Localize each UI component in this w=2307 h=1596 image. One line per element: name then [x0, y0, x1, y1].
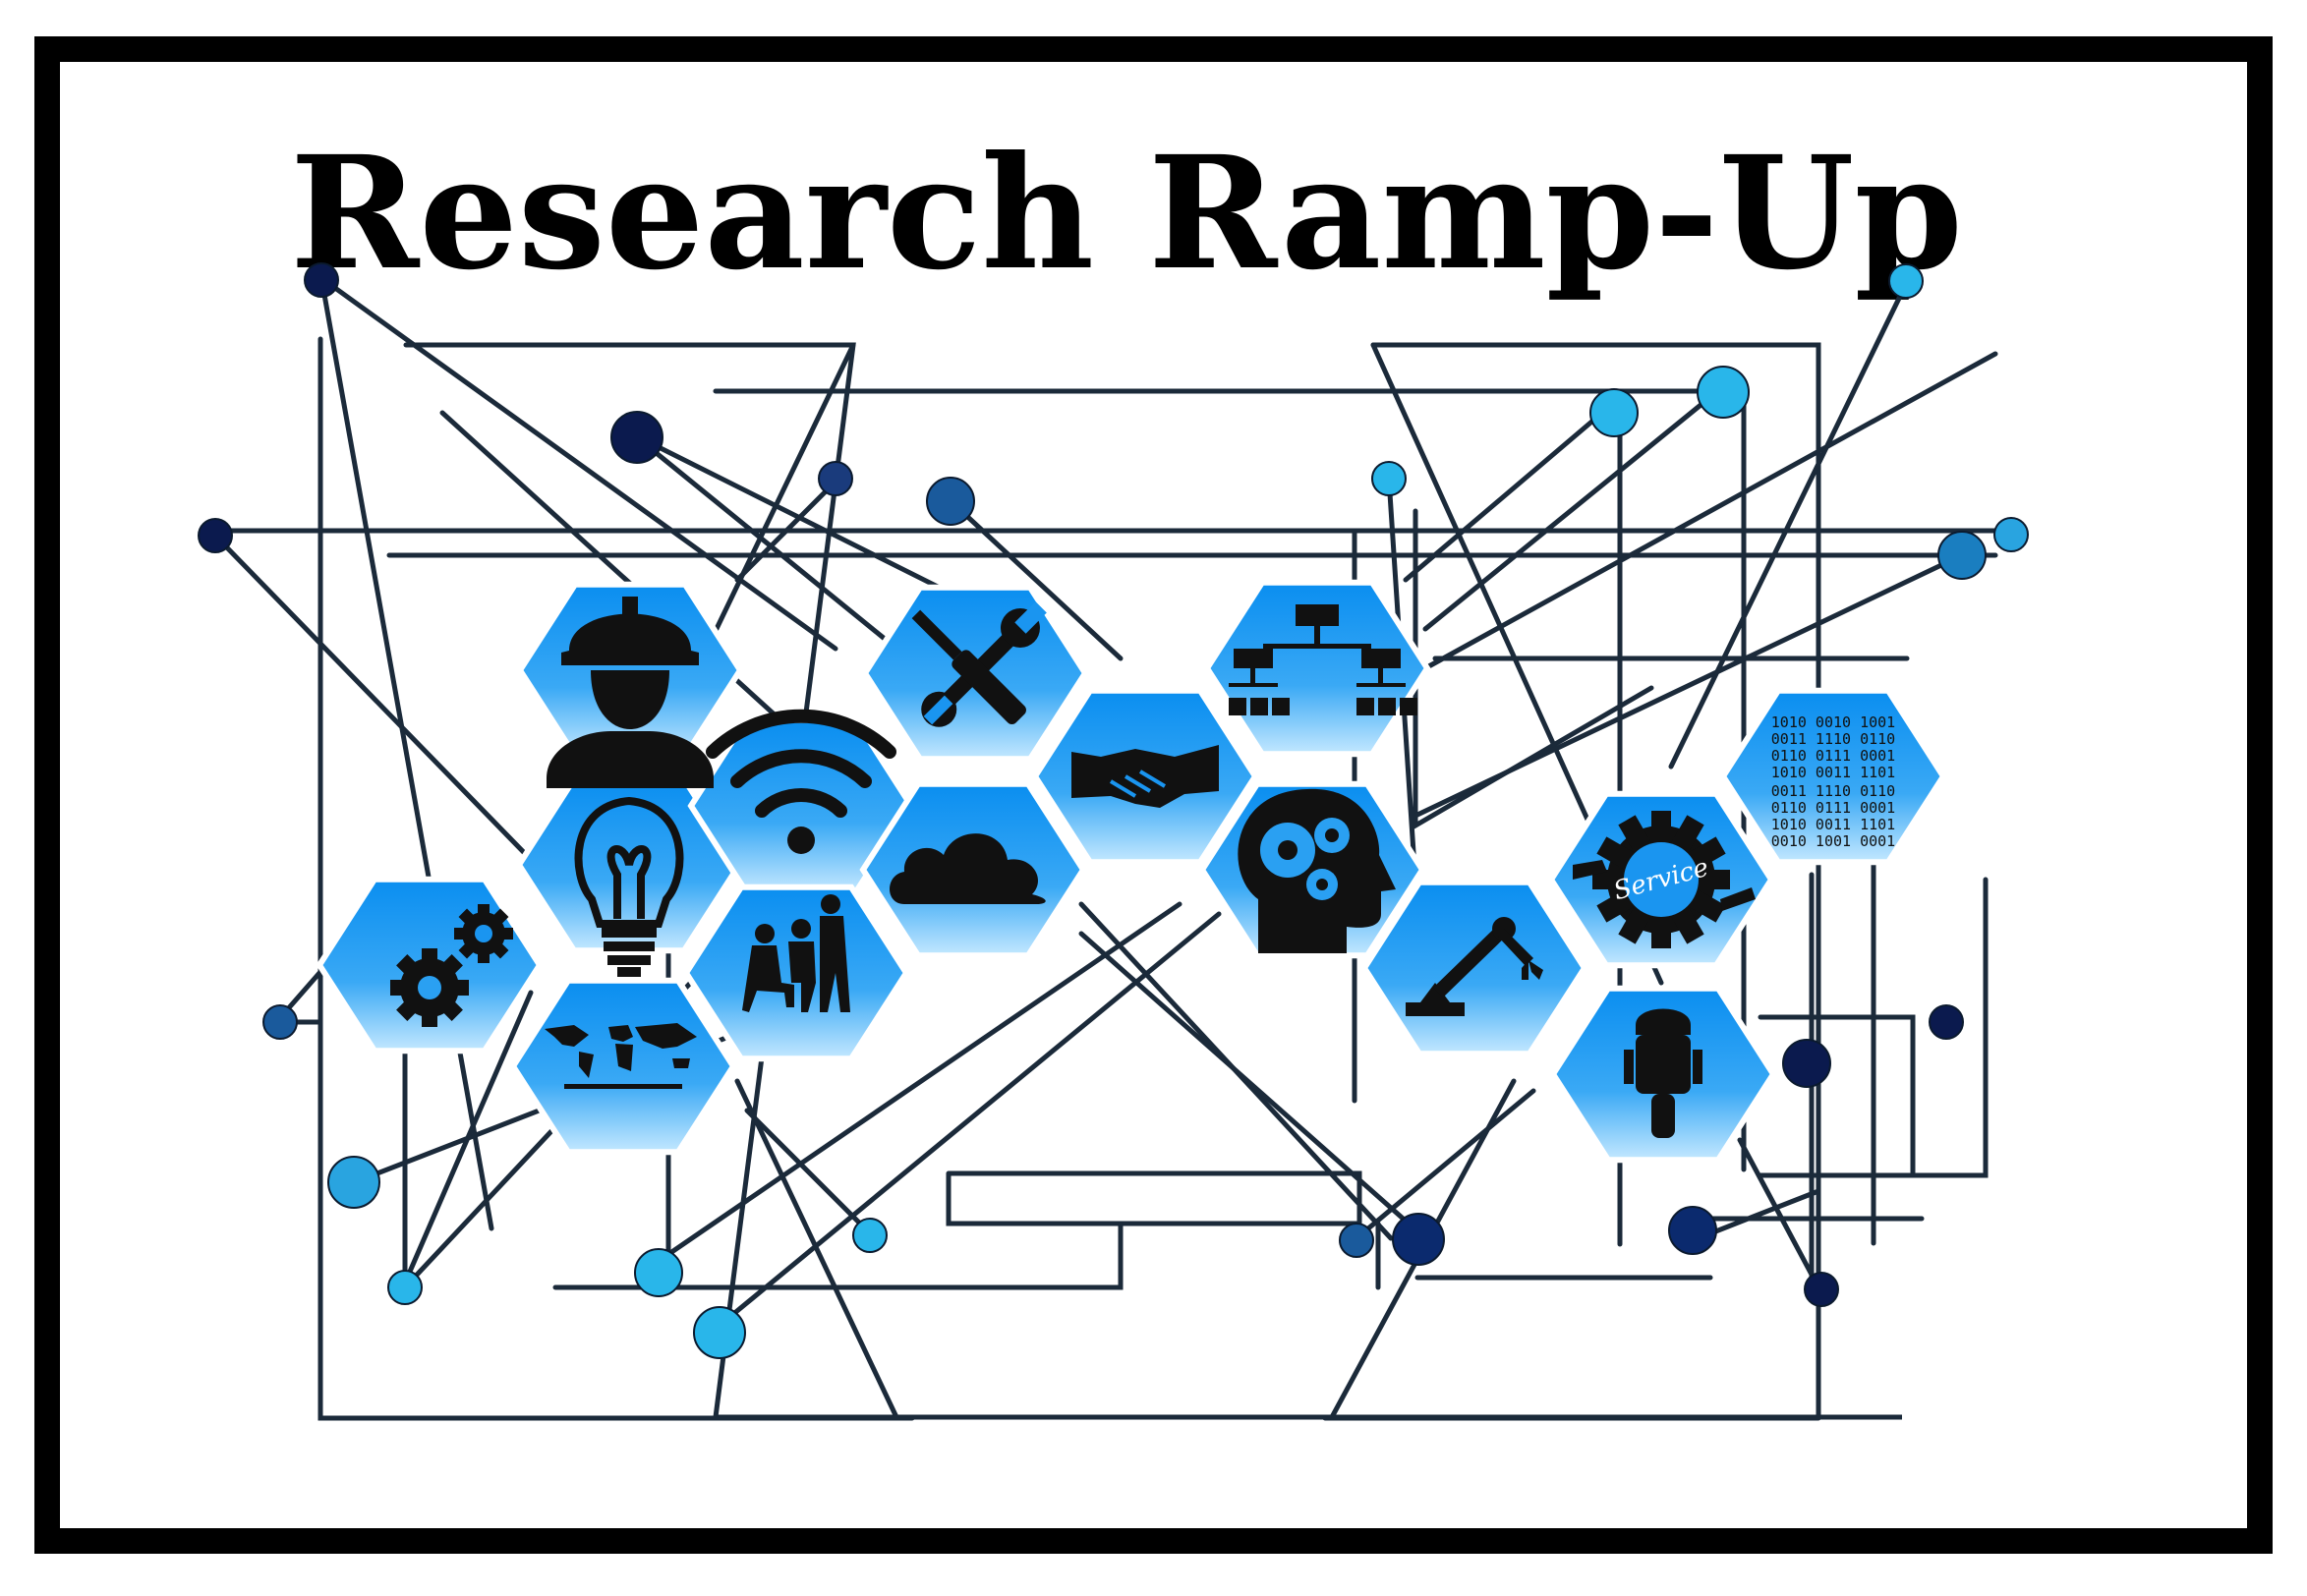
handshake-icon: [1071, 745, 1219, 808]
lightbulb-icon: [574, 796, 684, 977]
node: [1929, 1004, 1964, 1040]
node: [1371, 461, 1407, 496]
world-map-icon: [545, 1023, 697, 1089]
binary-line: 0011 1110 0110: [1771, 782, 1895, 800]
node: [1993, 517, 2029, 552]
binary-line: 1010 0011 1101: [1771, 816, 1895, 833]
node: [1697, 366, 1750, 419]
service-gear-icon: Service: [1573, 811, 1756, 948]
node: [610, 411, 663, 464]
node: [1339, 1223, 1374, 1258]
cloud-icon: [890, 833, 1046, 904]
hexagon-binary-code: [1719, 687, 1947, 866]
network-nodes: [198, 262, 2029, 1359]
node: [852, 1218, 888, 1253]
node: [387, 1270, 423, 1305]
org-chart-icon: [1229, 604, 1417, 715]
node: [1888, 263, 1924, 299]
node: [1589, 388, 1639, 437]
binary-line: 0110 0111 0001: [1771, 747, 1895, 765]
node: [1937, 531, 1987, 580]
node: [327, 1156, 380, 1209]
icons: Service: [390, 597, 1756, 1138]
binary-line: 1010 0010 1001: [1771, 713, 1895, 731]
gears-icon: [390, 904, 513, 1027]
binary-line: 0011 1110 0110: [1771, 730, 1895, 748]
node: [818, 461, 853, 496]
binary-line: 0010 1001 0001: [1771, 832, 1895, 850]
node: [634, 1248, 683, 1297]
tools-wrench-screwdriver-icon: [911, 601, 1047, 727]
team-meeting-icon: [742, 894, 850, 1012]
node: [1392, 1213, 1445, 1266]
node: [926, 477, 975, 526]
node: [198, 518, 233, 553]
robot-arm-icon: [1406, 917, 1543, 1016]
binary-line: 0110 0111 0001: [1771, 799, 1895, 817]
wifi-icon: [706, 709, 896, 854]
node: [1804, 1272, 1839, 1307]
binary-code-icon: 1010 0010 1001 0011 1110 0110 0110 0111 …: [1771, 713, 1895, 850]
node: [262, 1004, 298, 1040]
poster-title: Research Ramp-Up: [290, 123, 1963, 305]
binary-line: 1010 0011 1101: [1771, 764, 1895, 781]
node: [1782, 1039, 1831, 1088]
worker-helmet-icon: [547, 597, 714, 788]
head-gears-icon: [1238, 788, 1396, 953]
robot-icon: [1624, 1008, 1702, 1138]
node: [304, 262, 339, 298]
node: [1668, 1206, 1717, 1255]
node: [693, 1306, 746, 1359]
